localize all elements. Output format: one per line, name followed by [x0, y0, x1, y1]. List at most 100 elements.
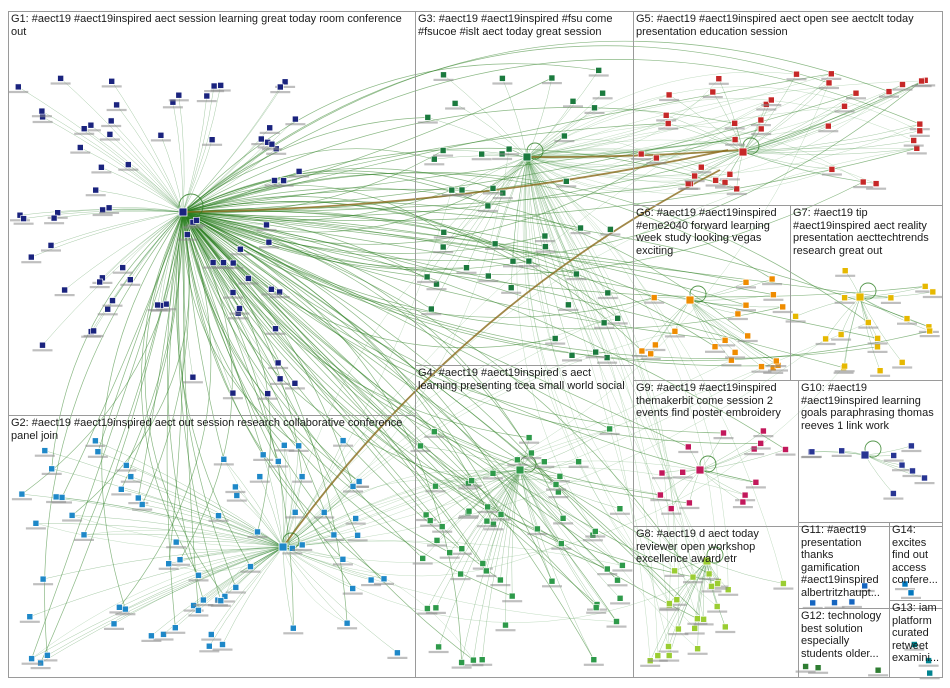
node-g3	[541, 232, 549, 240]
node-label-mark	[109, 611, 130, 614]
node-label-mark	[650, 499, 671, 502]
edge-g1-cross	[119, 211, 212, 608]
edge-g1-cross	[182, 211, 774, 296]
node-label-mark	[750, 124, 771, 127]
node-label-mark	[166, 546, 187, 549]
edge-g1-cross	[182, 211, 469, 513]
node-g4	[458, 545, 466, 553]
node-g4	[424, 605, 431, 612]
node-label-mark	[563, 105, 583, 108]
node-label-mark	[562, 359, 582, 362]
edge-intra	[742, 123, 920, 153]
edge-intra	[461, 156, 528, 191]
edge-intra	[282, 546, 294, 629]
node-g4	[606, 425, 613, 433]
node-label-mark	[269, 296, 290, 299]
node-label-mark	[283, 632, 304, 635]
node-g2	[92, 437, 99, 445]
node-g4	[502, 621, 509, 629]
node-g1	[119, 264, 126, 271]
node-g8	[689, 573, 697, 581]
node-label-mark	[210, 604, 231, 607]
node-g4	[548, 577, 556, 585]
node-g1	[271, 177, 278, 184]
node-label-mark	[116, 469, 137, 472]
edge-intra	[519, 469, 564, 519]
node-g10	[808, 448, 816, 456]
edge-g1-cross	[182, 211, 450, 553]
edge-g1-cross	[182, 211, 279, 462]
edge-intra	[72, 515, 284, 548]
node-label-mark	[834, 301, 855, 304]
edge-intra	[668, 123, 744, 153]
node-label-mark	[203, 266, 224, 269]
node-label-mark	[323, 538, 344, 542]
edge-g1-cross	[182, 196, 514, 262]
node-g5	[827, 70, 835, 78]
node-g2	[200, 596, 207, 604]
node-label-mark	[518, 265, 539, 268]
node-g4	[613, 618, 620, 625]
edge-intra	[689, 299, 732, 361]
node-g4	[616, 594, 624, 602]
node-g4	[591, 528, 599, 535]
node-g8	[654, 652, 662, 659]
node-g2	[172, 624, 179, 632]
node-g3	[599, 89, 606, 97]
node-g2	[254, 528, 261, 536]
node-label-mark	[433, 236, 454, 239]
node-label-mark	[751, 132, 772, 136]
edge-intra	[525, 156, 530, 262]
node-label-mark	[458, 516, 478, 519]
edge-g1-cross	[120, 211, 184, 490]
node-label-mark	[737, 339, 758, 343]
node-label-mark	[345, 522, 366, 525]
node-g2	[18, 490, 26, 498]
node-label-mark	[44, 222, 65, 225]
node-g4	[430, 428, 438, 436]
edge-g3-cross	[526, 123, 669, 158]
node-g1	[92, 186, 99, 194]
node-label-mark	[904, 648, 925, 651]
node-label-mark	[182, 381, 203, 384]
edge-intra	[31, 546, 284, 659]
node-g3	[507, 284, 515, 292]
self-loop	[689, 285, 707, 303]
node-label-mark	[332, 563, 353, 566]
edge-intra	[42, 116, 184, 213]
node-g2	[349, 483, 357, 490]
node-label-mark	[74, 538, 94, 541]
node-label-mark	[21, 261, 42, 264]
node-g3	[561, 132, 568, 140]
node-label-mark	[417, 121, 438, 124]
edge-g3-cross	[526, 150, 737, 190]
edge-g1-cross	[182, 117, 428, 213]
edge-g3-cross	[524, 156, 695, 629]
edge-g3-cross	[526, 156, 784, 584]
node-label-mark	[545, 342, 566, 345]
node-g2	[206, 642, 213, 650]
node-g8	[673, 596, 681, 604]
edge-g1-cross	[182, 211, 494, 525]
edge-g3-cross	[526, 156, 698, 619]
node-label-mark	[128, 502, 149, 505]
node-label-mark	[922, 295, 943, 299]
node-g8	[665, 652, 673, 659]
edge-intra	[151, 546, 284, 636]
node-label-mark	[83, 334, 104, 338]
node-g1	[157, 132, 165, 139]
node-label-mark	[607, 322, 628, 325]
edge-g1-cross	[182, 211, 786, 450]
edge-g1-cross	[40, 211, 184, 664]
node-label-mark	[585, 356, 606, 359]
node-g7	[898, 359, 906, 366]
edge-g1-cross	[182, 211, 878, 339]
group-label-g3: G3: #aect19 #aect19inspired #fsu come #f…	[418, 13, 613, 38]
node-g2	[298, 541, 306, 549]
node-g9	[739, 498, 747, 506]
node-g3	[525, 257, 533, 265]
edge-intra	[93, 211, 184, 332]
node-label-mark	[162, 106, 183, 109]
node-g3	[600, 319, 608, 327]
group-label-g13: G13: iam platform curated retweet examin…	[892, 602, 940, 664]
